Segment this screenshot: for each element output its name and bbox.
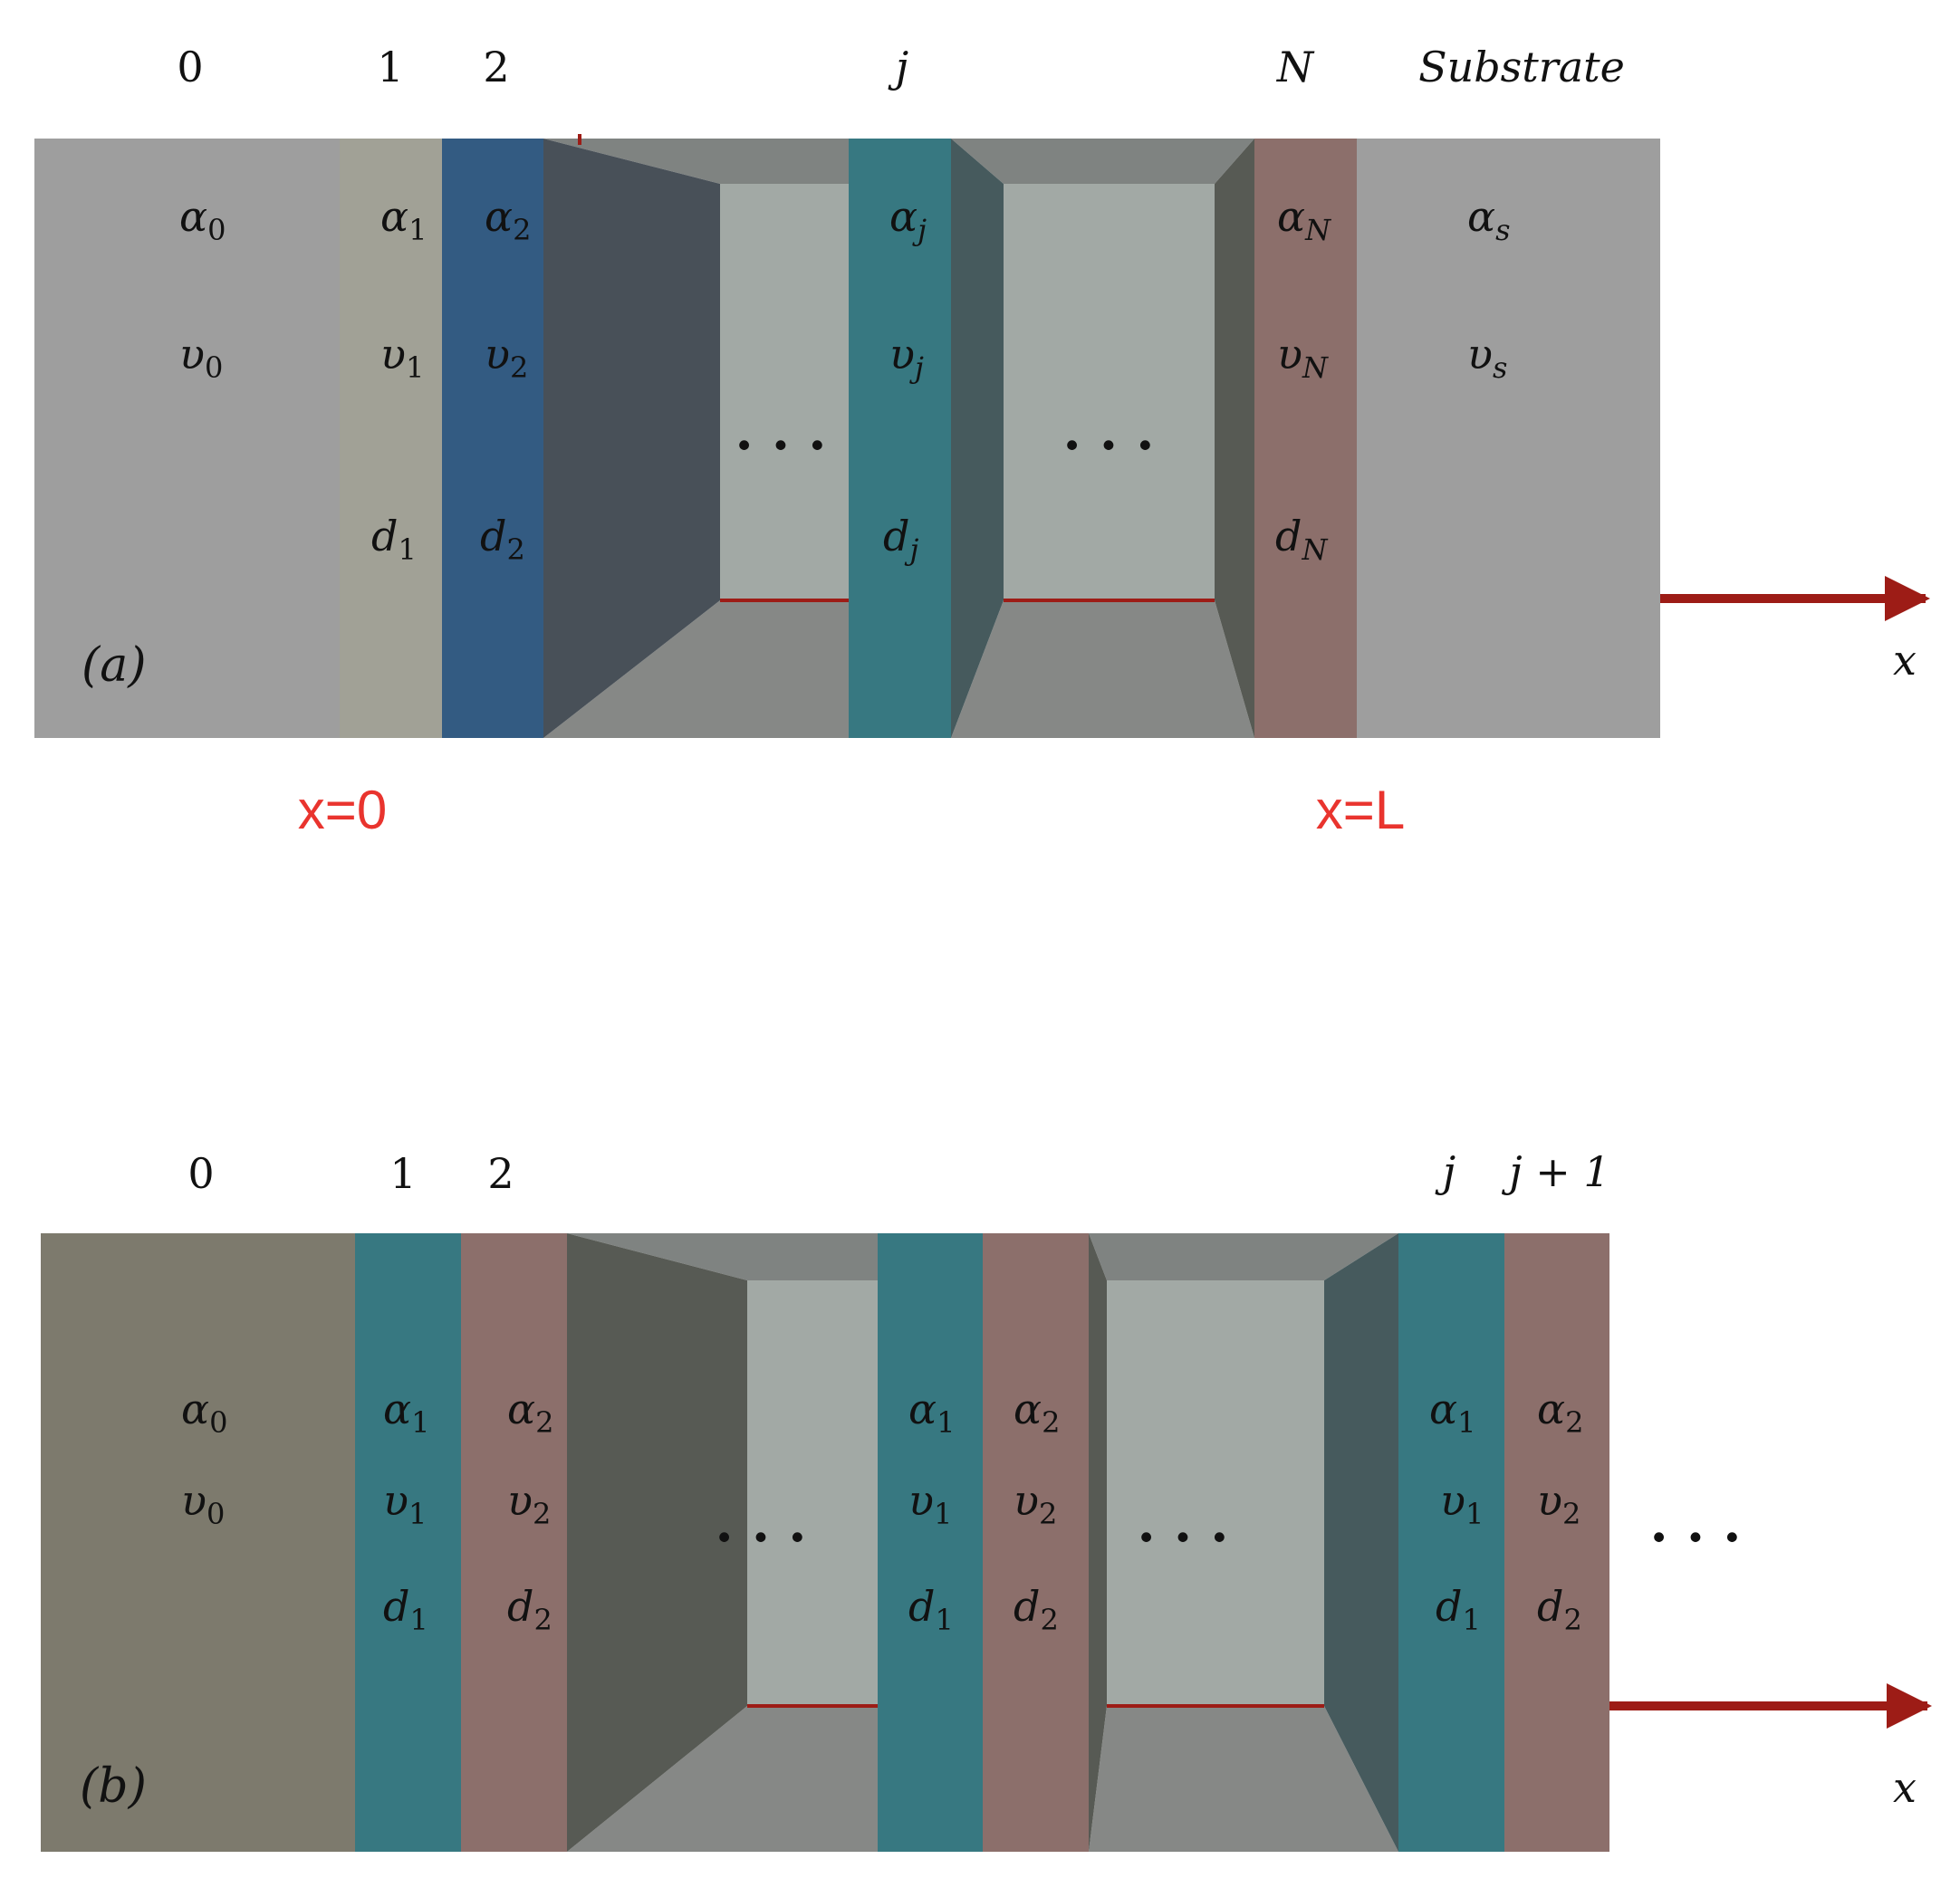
panel-a-alpha-2: α2 — [485, 192, 531, 247]
corridor-back-wall — [747, 1280, 878, 1706]
panel-a-layer-2 — [442, 139, 543, 738]
panel-a-header-1: 1 — [377, 43, 403, 91]
panel-b-dots-1: · · · — [716, 1507, 807, 1568]
panel-a-alpha-j: αj — [889, 192, 927, 247]
panel-a-alpha-1: α1 — [380, 192, 427, 247]
corridor-right-wall — [1215, 139, 1254, 738]
corridor-floor — [1089, 1706, 1398, 1852]
panel-a-v-0: υ0 — [179, 330, 223, 385]
panel-a-v-2: υ2 — [485, 330, 528, 385]
panel-b-d-2: d2 — [507, 1582, 552, 1637]
panel-a-medium-0 — [34, 139, 340, 738]
panel-a: x (a) 0 1 2 j N Substrate α0 υ0 α1 υ1 d1… — [34, 43, 1930, 840]
corridor-floor — [951, 600, 1254, 738]
corridor-ceiling — [1089, 1233, 1398, 1280]
panel-a-label: (a) — [82, 638, 147, 693]
panel-b-header-0: 0 — [187, 1149, 214, 1198]
panel-a-corridor-2 — [951, 139, 1254, 738]
panel-a-x-axis-label: x — [1893, 636, 1917, 685]
panel-a-xL-label: x=L — [1316, 780, 1405, 840]
corridor-back-wall — [720, 184, 849, 600]
panel-b-v-j-plus-1: υ2 — [1537, 1476, 1580, 1531]
panel-a-layer-1 — [340, 139, 442, 738]
corridor-ceiling — [543, 139, 849, 184]
panel-a-dots-2: · · · — [1063, 415, 1155, 476]
panel-b-layer-2 — [461, 1233, 567, 1852]
panel-a-v-s: υs — [1467, 330, 1507, 385]
panel-b-corridor-2 — [1089, 1233, 1398, 1852]
panel-a-header-j: j — [888, 43, 908, 91]
panel-a-v-j: υj — [889, 330, 924, 385]
panel-b-alpha-2: α2 — [507, 1385, 553, 1440]
panel-b-v-1: υ1 — [383, 1476, 427, 1531]
corridor-side-wall — [543, 139, 720, 738]
panel-a-v-N: υN — [1277, 330, 1329, 385]
panel-b-v-j: υ1 — [1440, 1476, 1484, 1531]
panel-a-layer-N — [1254, 139, 1357, 738]
panel-b-layer-2-repeat — [983, 1233, 1089, 1852]
panel-b-alpha-1-repeat: α1 — [908, 1385, 955, 1440]
corridor-back-wall — [1004, 184, 1215, 600]
corridor-floor — [567, 1706, 878, 1852]
panel-b-d-1-repeat: d1 — [908, 1582, 954, 1637]
corridor-floor — [543, 600, 849, 738]
panel-b-alpha-1: α1 — [383, 1385, 429, 1440]
panel-b-layer-1-repeat — [878, 1233, 983, 1852]
corridor-ceiling — [567, 1233, 878, 1280]
panel-a-layer-j — [849, 139, 951, 738]
panel-a-d-N: dN — [1275, 512, 1328, 567]
panel-a-alpha-0: α0 — [179, 192, 226, 247]
corridor-side-wall — [567, 1233, 747, 1852]
panel-b-dots-2: · · · — [1138, 1507, 1229, 1568]
corridor-left-wall — [1089, 1233, 1107, 1852]
panel-b: x (b) 0 1 2 j j + 1 α0 υ0 α1 υ1 d1 α2 υ2… — [41, 1147, 1932, 1852]
panel-b-d-j-plus-1: d2 — [1537, 1582, 1582, 1637]
panel-b-label: (b) — [80, 1759, 147, 1814]
panel-b-v-1-repeat: υ1 — [908, 1476, 952, 1531]
panel-b-header-2: 2 — [487, 1149, 514, 1198]
corridor-back-wall — [1107, 1280, 1324, 1706]
panel-a-v-1: υ1 — [380, 330, 424, 385]
panel-b-layer-j — [1398, 1233, 1504, 1852]
panel-b-header-j: j — [1435, 1147, 1456, 1196]
panel-b-v-0: υ0 — [181, 1476, 225, 1531]
panel-b-d-1: d1 — [383, 1582, 428, 1637]
panel-b-dots-3: · · · — [1650, 1507, 1742, 1568]
corridor-left-wall — [951, 139, 1004, 738]
corridor-ceiling — [951, 139, 1254, 184]
panel-a-substrate — [1357, 139, 1660, 738]
panel-a-d-1: d1 — [371, 512, 417, 567]
panel-b-v-2: υ2 — [507, 1476, 551, 1531]
panel-b-layer-1 — [355, 1233, 461, 1852]
panel-a-alpha-N: αN — [1277, 192, 1331, 247]
panel-b-d-j: d1 — [1436, 1582, 1481, 1637]
corridor-right-wall — [1324, 1233, 1398, 1852]
panel-b-d-2-repeat: d2 — [1014, 1582, 1059, 1637]
panel-a-d-2: d2 — [480, 512, 525, 567]
panel-b-layer-j-plus-1 — [1504, 1233, 1609, 1852]
panel-a-header-N: N — [1276, 43, 1315, 91]
panel-b-alpha-j-plus-1: α2 — [1537, 1385, 1583, 1440]
panel-a-x0-label: x=0 — [298, 780, 387, 840]
panel-b-corridor-1 — [567, 1233, 878, 1852]
panel-a-header-0: 0 — [177, 43, 203, 91]
panel-a-alpha-s: αs — [1467, 192, 1511, 247]
panel-a-dots-1: · · · — [735, 415, 827, 476]
panel-a-d-j: dj — [883, 512, 918, 567]
panel-a-corridor-1 — [543, 134, 849, 738]
panel-b-v-2-repeat: υ2 — [1014, 1476, 1057, 1531]
panel-b-header-j-plus-1: j + 1 — [1501, 1147, 1609, 1196]
panel-a-header-2: 2 — [483, 43, 509, 91]
panel-a-header-substrate: Substrate — [1418, 43, 1625, 91]
panel-b-alpha-2-repeat: α2 — [1014, 1385, 1060, 1440]
panel-b-alpha-j: α1 — [1429, 1385, 1475, 1440]
panel-b-x-axis-label: x — [1893, 1763, 1917, 1812]
panel-b-header-1: 1 — [389, 1149, 416, 1198]
panel-b-alpha-0: α0 — [181, 1385, 227, 1440]
panel-b-medium-0 — [41, 1233, 355, 1852]
